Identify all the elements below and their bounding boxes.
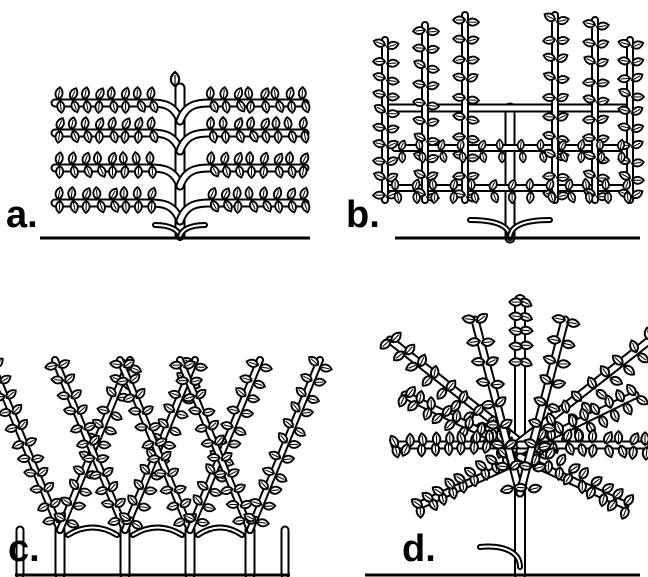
- leaf-vein: [229, 444, 237, 445]
- leaf-vein: [517, 487, 526, 488]
- leaf-vein: [210, 457, 218, 458]
- panel-label-b: b.: [346, 196, 380, 234]
- leaf-vein: [59, 167, 60, 175]
- leaf-vein: [74, 506, 82, 507]
- leaf-vein: [152, 167, 153, 175]
- panel-label-c: c.: [8, 530, 40, 568]
- branch-outline: [470, 220, 510, 238]
- panel-c-belgian-fence: [0, 354, 332, 575]
- leaf-vein: [489, 433, 490, 442]
- leaf-vein: [138, 202, 139, 210]
- leaf-vein: [137, 190, 138, 198]
- leaf-vein: [99, 445, 107, 446]
- leaf-vein: [548, 462, 549, 471]
- leaf-vein: [198, 522, 206, 523]
- panel-label-a: a.: [6, 196, 38, 234]
- leaf-vein: [621, 153, 622, 160]
- leaf-vein: [278, 132, 279, 140]
- leaf-icon: [0, 356, 5, 369]
- leaf-vein: [123, 155, 124, 163]
- panel-label-d: d.: [402, 530, 436, 568]
- leaf-vein: [264, 506, 272, 507]
- panel-b-u-shaped-espalier: [373, 11, 645, 238]
- branch-outline: [510, 220, 550, 238]
- leaf-vein: [225, 132, 226, 140]
- leaf-vein: [546, 117, 554, 118]
- leaf-vein: [388, 63, 396, 64]
- leaf-vein: [249, 190, 250, 198]
- leaf-vein: [138, 167, 139, 175]
- leaf-vein: [85, 458, 93, 459]
- leaf-vein: [132, 411, 140, 412]
- leaf-vein: [456, 39, 464, 40]
- leaf-vein: [416, 193, 417, 201]
- leaf-vein: [59, 202, 60, 210]
- leaf-vein: [456, 97, 464, 98]
- leaf-vein: [137, 90, 138, 98]
- leaf-vein: [646, 448, 647, 457]
- panel-a-horizontal-espalier: [40, 72, 311, 238]
- leaf-vein: [621, 78, 629, 79]
- leaf-vein: [416, 48, 424, 49]
- leaf-vein: [157, 473, 165, 474]
